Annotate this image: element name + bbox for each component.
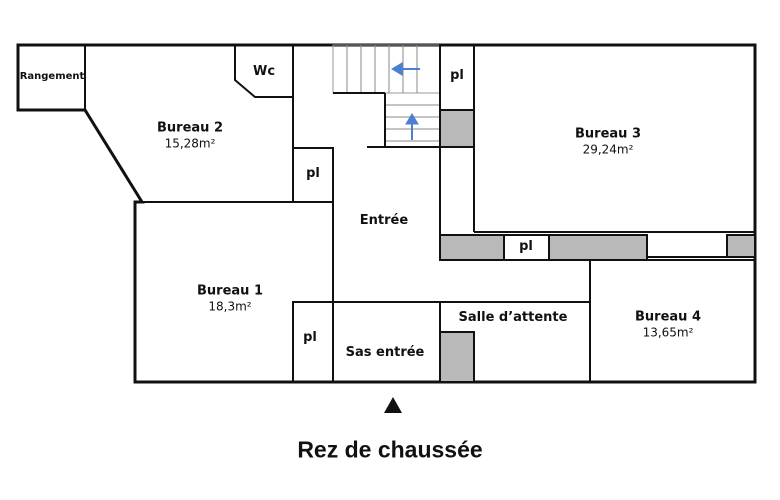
- room-label-bureau-1: Bureau 1 18,3m²: [197, 283, 263, 314]
- room-area: 29,24m²: [582, 142, 634, 157]
- room-label-bureau-2: Bureau 2 15,28m²: [157, 120, 223, 151]
- entrance-arrow-icon: [384, 397, 402, 413]
- room-name: Bureau 1: [197, 283, 263, 299]
- room-name: Bureau 4: [635, 309, 701, 325]
- closet-label: pl: [450, 67, 464, 83]
- room-label-salle-attente: Salle d’attente: [458, 309, 568, 325]
- room-area: 13,65m²: [642, 325, 694, 340]
- room-area: 15,28m²: [164, 136, 216, 151]
- room-label-bureau-3: Bureau 3 29,24m²: [575, 126, 641, 157]
- room-label-entree: Entrée: [359, 212, 409, 228]
- wc-walls: [234, 45, 294, 98]
- room-name: Bureau 3: [575, 126, 641, 142]
- staircase: [332, 44, 441, 148]
- closet-label: pl: [519, 238, 533, 254]
- room-name: Bureau 2: [157, 120, 223, 136]
- closet-label: pl: [306, 165, 320, 181]
- room-label-rangement: Rangement: [19, 70, 85, 82]
- room-label-wc: Wc: [252, 63, 276, 79]
- plan-title: Rez de chaussée: [297, 436, 483, 463]
- room-area: 18,3m²: [208, 299, 252, 314]
- closet-label: pl: [303, 329, 317, 345]
- room-label-bureau-4: Bureau 4 13,65m²: [635, 309, 701, 340]
- room-label-sas-entree: Sas entrée: [345, 344, 425, 360]
